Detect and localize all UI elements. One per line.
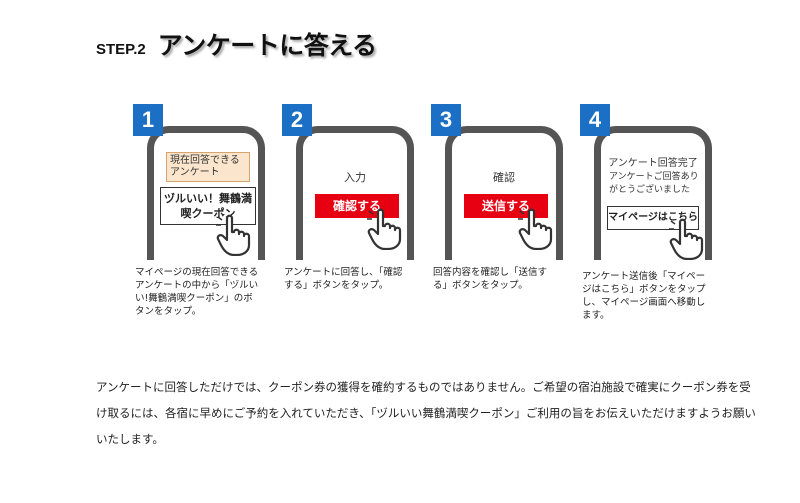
coupon-survey-button[interactable]: ヅルいい！舞鶴満喫クーポン <box>160 187 256 225</box>
step-label: STEP.2 <box>96 41 146 58</box>
current-survey-label: 現在回答できるアンケート <box>166 152 250 182</box>
notice-text: アンケートに回答しただけでは、クーポン券の獲得を確約するものではありません。ご希… <box>96 380 756 446</box>
step-caption: アンケート送信後「マイページはこちら」ボタンをタップし、マイページ画面へ移動しま… <box>582 271 706 321</box>
step-number-badge: 1 <box>133 104 163 136</box>
thank-you-message: アンケートご回答ありがとうございました <box>609 172 699 195</box>
phone-mockup: 入力 確認する <box>296 126 414 260</box>
survey-complete-title: アンケート回答完了 <box>608 158 698 169</box>
tap-hand-icon <box>518 208 553 250</box>
screen-label: 入力 <box>344 171 366 184</box>
phone-mockup: 現在回答できるアンケート ヅルいい！舞鶴満喫クーポン <box>147 126 265 260</box>
step-number-badge: 3 <box>431 104 461 136</box>
step-header: STEP.2 アンケートに答える <box>96 26 377 62</box>
confirm-button[interactable]: 確認する <box>315 194 399 218</box>
step-number-badge: 4 <box>580 104 610 136</box>
screen-label: 確認 <box>493 171 515 184</box>
page-title: アンケートに答える <box>157 31 377 60</box>
step-caption: アンケートに回答し、「確認する」ボタンをタップ。 <box>284 267 403 291</box>
tap-hand-icon <box>367 208 402 250</box>
step-caption: マイページの現在回答できるアンケートの中から「ヅルいい!舞鶴満喫クーポン」のボタ… <box>135 267 259 317</box>
step-caption: 回答内容を確認し「送信する」ボタンをタップ。 <box>433 267 548 291</box>
step-number-badge: 2 <box>282 104 312 136</box>
tap-hand-icon <box>216 214 251 256</box>
tap-hand-icon <box>669 218 704 260</box>
